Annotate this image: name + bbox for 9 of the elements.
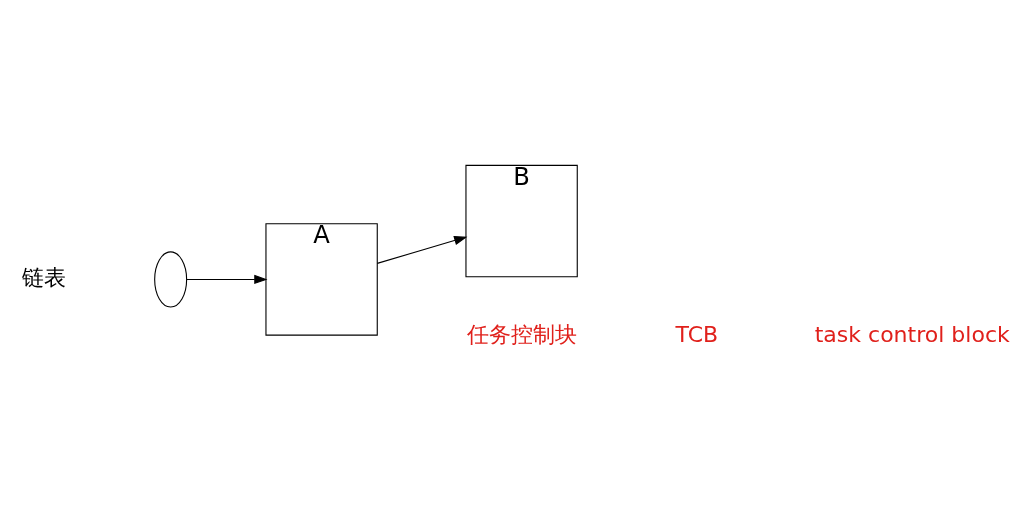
- label: 任务控制块: [466, 321, 577, 347]
- arrow: [186, 274, 268, 284]
- node-circle: [154, 250, 188, 308]
- node-box: A: [265, 222, 378, 336]
- label: task control block: [814, 321, 1010, 347]
- arrow: [376, 235, 468, 264]
- label: TCB: [675, 321, 719, 347]
- label: 链表: [21, 264, 66, 290]
- node-box: B: [465, 164, 578, 277]
